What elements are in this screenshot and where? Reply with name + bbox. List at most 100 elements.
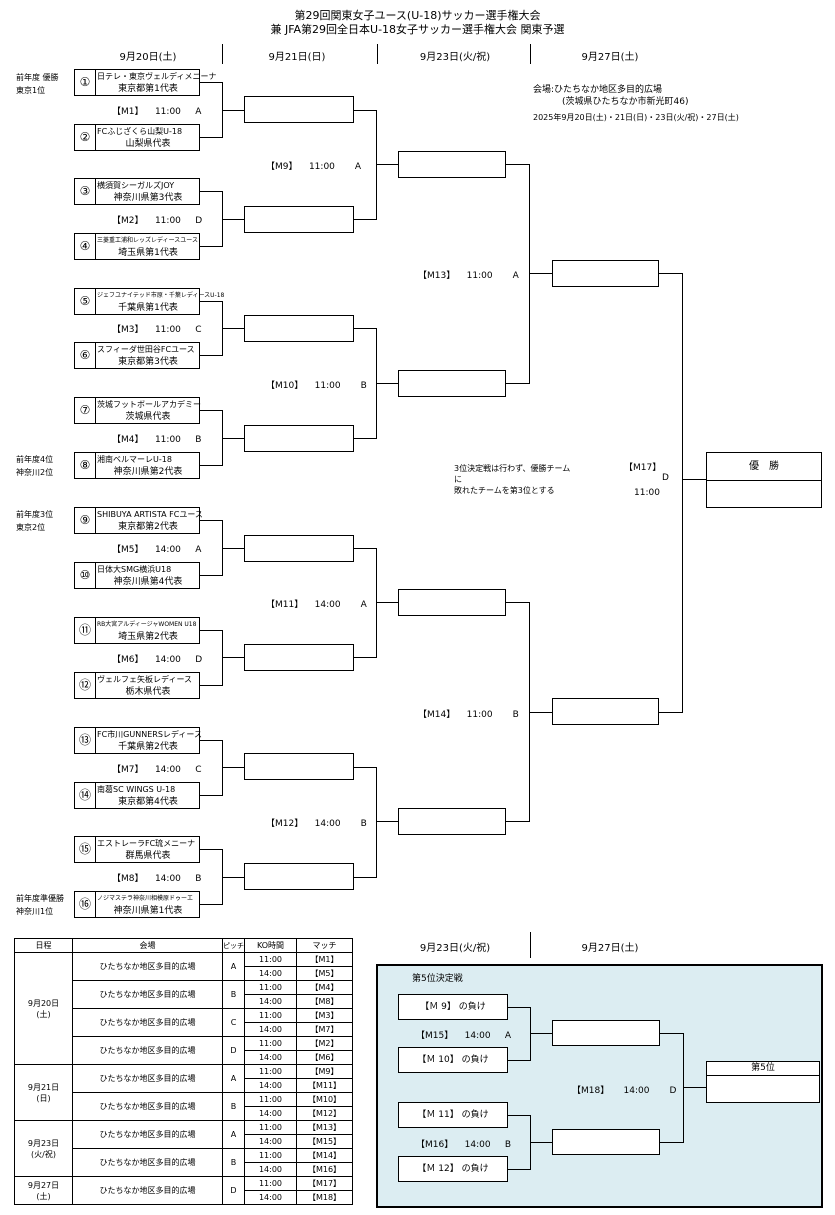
match-label-m17-code: 【M17】	[624, 463, 662, 473]
team-number: ⑮	[75, 837, 96, 862]
team-rep: 神奈川県第2代表	[113, 467, 183, 477]
third-place-note: に	[454, 475, 462, 484]
team-club: SHIBUYA ARTISTA FCユース	[97, 510, 203, 519]
schedule-table: 日程 会場 ピッチ KO時間 マッチ 9月20日(土) ひたちなか地区多目的広場…	[14, 938, 353, 1205]
match-label-m9: 【M9】 11:00 A	[266, 162, 362, 172]
team-rep: 埼玉県第2代表	[118, 632, 178, 642]
team-number: ⑨	[75, 508, 96, 533]
team-number: ⑪	[75, 618, 96, 643]
team-rep: 東京都第2代表	[118, 522, 178, 532]
team-club: 南葛SC WINGS U-18	[97, 785, 176, 794]
schedule-venue: ひたちなか地区多目的広場	[72, 1008, 223, 1037]
third-place-note: 3位決定戦は行わず、優勝チーム	[454, 464, 571, 473]
team-number: ⑬	[75, 728, 96, 753]
match-label-m2: 【M2】 11:00 D	[112, 216, 203, 226]
team-club: ノジマステラ神奈川相模原ドゥーエ	[97, 895, 194, 902]
team-number: ⑦	[75, 398, 96, 423]
schedule-header: マッチ	[296, 938, 353, 953]
schedule-date: 9月23日(火/祝)	[14, 1120, 73, 1177]
schedule-pitch: D	[222, 1176, 245, 1205]
schedule-pitch: A	[222, 952, 245, 981]
team-rep: 栃木県代表	[125, 687, 171, 697]
seed-note: 神奈川2位	[16, 468, 54, 477]
team-number: ⑥	[75, 343, 96, 368]
match-label-m6: 【M6】 14:00 D	[112, 655, 203, 665]
team-club: スフィーダ世田谷FCユース	[97, 345, 195, 354]
fifth-place-label: 第5位	[707, 1062, 819, 1076]
loser-box: 【Ｍ 9】 の負け	[398, 994, 508, 1020]
fifth-place-panel: 第5位決定戦 【Ｍ 9】 の負け 【Ｍ 10】 の負け 【Ｍ 11】 の負け 【…	[376, 964, 823, 1208]
match-label-m12: 【M12】 14:00 B	[266, 819, 367, 829]
m15-winner-box	[552, 1020, 660, 1046]
team-number: ①	[75, 70, 96, 95]
team-club: 日テレ・東京ヴェルディメニーナ	[97, 72, 217, 81]
fifth-day-header: 9月23日(火/祝)	[419, 943, 491, 954]
match-label-m3: 【M3】 11:00 C	[112, 325, 202, 335]
m14-winner-box	[552, 698, 659, 725]
third-place-note: 敗れたチームを第3位とする	[454, 486, 555, 495]
match-label-m16: 【M16】 14:00 B	[416, 1140, 512, 1150]
schedule-date: 9月20日(土)	[14, 952, 73, 1065]
seed-note: 神奈川1位	[16, 907, 54, 916]
day-header-3: 9月23日(火/祝)	[419, 52, 491, 63]
team-rep: 埼玉県第1代表	[118, 248, 178, 258]
team-rep: 東京都第3代表	[118, 357, 178, 367]
schedule-venue: ひたちなか地区多目的広場	[72, 1176, 223, 1205]
day-separator	[222, 44, 223, 64]
match-label-m7: 【M7】 14:00 C	[112, 765, 202, 775]
m2-winner-box	[244, 206, 354, 233]
team-club: 横須賀シーガルズJOY	[97, 181, 175, 190]
day-separator	[530, 44, 531, 64]
team-number: ⑧	[75, 453, 96, 478]
m13-winner-box	[552, 260, 659, 287]
schedule-venue: ひたちなか地区多目的広場	[72, 980, 223, 1009]
team-number: ⑩	[75, 563, 96, 588]
loser-box: 【Ｍ 12】 の負け	[398, 1156, 508, 1182]
match-label-m5: 【M5】 14:00 A	[112, 545, 202, 555]
match-label-m11: 【M11】 14:00 A	[266, 600, 367, 610]
team-club: 湘南ベルマーレU-18	[97, 455, 172, 464]
team-rep: 神奈川県第4代表	[113, 577, 183, 587]
venue-address: (茨城県ひたちなか市新光町46)	[562, 97, 689, 107]
team-club: ヴェルフェ矢板レディース	[97, 675, 193, 684]
schedule-pitch: D	[222, 1036, 245, 1065]
schedule-header: 日程	[14, 938, 73, 953]
team-club: ジェフユナイテッド市原・千葉レディースU-18	[97, 292, 225, 299]
tournament-title: 第29回関東女子ユース(U-18)サッカー選手権大会	[294, 9, 541, 22]
match-label-m18: 【M18】 14:00 D	[572, 1086, 677, 1096]
schedule-venue: ひたちなか地区多目的広場	[72, 1064, 223, 1093]
venue-dates: 2025年9月20日(土)・21日(日)・23日(火/祝)・27日(土)	[533, 113, 739, 122]
day-header-2: 9月21日(日)	[268, 52, 326, 63]
team-club: RB大宮アルディージャWOMEN U18	[97, 621, 197, 628]
m1-winner-box	[244, 96, 354, 123]
m5-winner-box	[244, 535, 354, 562]
seed-note: 東京2位	[16, 523, 46, 532]
m11-winner-box	[398, 589, 506, 616]
m4-winner-box	[244, 425, 354, 452]
schedule-date: 9月21日(日)	[14, 1064, 73, 1121]
match-label-m17-time: 11:00	[634, 488, 660, 498]
m7-winner-box	[244, 753, 354, 780]
schedule-header: 会場	[72, 938, 223, 953]
team-number: ⑫	[75, 673, 96, 698]
m16-winner-box	[552, 1129, 660, 1155]
team-number: ③	[75, 179, 96, 204]
match-label-m14: 【M14】 11:00 B	[418, 710, 519, 720]
schedule-pitch: A	[222, 1064, 245, 1093]
schedule-date: 9月27日(土)	[14, 1176, 73, 1205]
schedule-venue: ひたちなか地区多目的広場	[72, 952, 223, 981]
fifth-title: 第5位決定戦	[412, 974, 463, 984]
loser-box: 【Ｍ 11】 の負け	[398, 1102, 508, 1128]
schedule-pitch: B	[222, 1148, 245, 1177]
team-number: ⑭	[75, 783, 96, 808]
match-label-m15: 【M15】 14:00 A	[416, 1031, 512, 1041]
